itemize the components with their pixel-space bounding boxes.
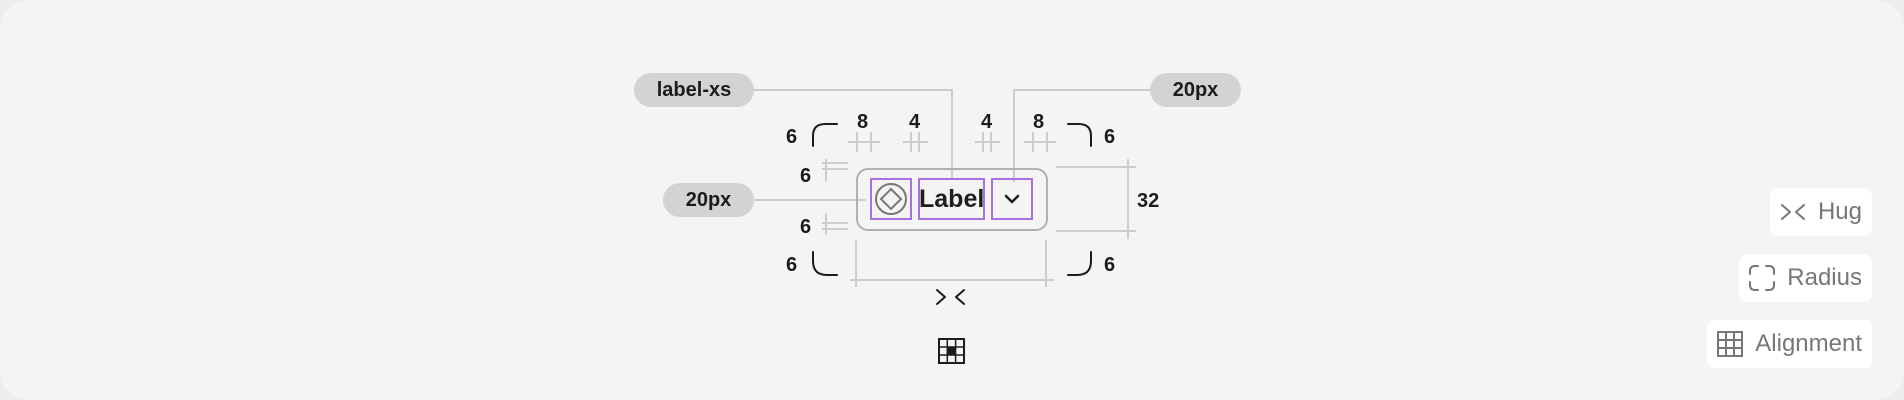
height-dimension	[1056, 159, 1136, 239]
button-outline	[856, 168, 1048, 231]
label-highlight	[918, 178, 985, 220]
gap-left-tick	[903, 132, 928, 152]
trailing-icon-highlight	[991, 178, 1033, 220]
radius-top-right-bracket	[1067, 123, 1092, 147]
alignment-grid-icon	[1715, 329, 1745, 359]
trailing-icon-size-callout: 20px	[1150, 73, 1241, 107]
label-style-callout: label-xs	[634, 73, 754, 107]
padding-top-tick	[822, 159, 848, 181]
gap-right-tick	[975, 132, 1000, 152]
alignment-grid-icon	[938, 338, 965, 364]
chevron-down-icon	[1004, 194, 1020, 204]
radius-top-left-value: 6	[786, 126, 798, 148]
padding-left-tick	[848, 132, 880, 152]
padding-left-value: 8	[857, 111, 869, 133]
legend-alignment-label: Alignment	[1755, 330, 1862, 357]
radius-top-left-bracket	[812, 123, 838, 147]
button-label: Label	[919, 185, 985, 213]
gap-left-value: 4	[909, 111, 921, 133]
radius-bottom-right-bracket	[1067, 251, 1092, 276]
radius-bottom-left-bracket	[812, 251, 838, 276]
leading-icon-size-callout: 20px	[663, 183, 754, 217]
hug-icon	[936, 289, 965, 305]
hug-width-dimension	[850, 240, 1054, 287]
legend-radius: Radius	[1739, 254, 1872, 302]
trailing-icon-leader	[1013, 89, 1150, 182]
radius-corners-icon	[1747, 263, 1777, 293]
legend-alignment: Alignment	[1707, 320, 1872, 368]
radius-bottom-left-value: 6	[786, 254, 798, 276]
legend-hug: Hug	[1769, 188, 1872, 236]
padding-bottom-tick	[822, 213, 848, 235]
gap-right-value: 4	[981, 111, 993, 133]
radius-top-right-value: 6	[1104, 126, 1116, 148]
radius-bottom-right-value: 6	[1104, 254, 1116, 276]
padding-right-tick	[1024, 132, 1056, 152]
diamond-circle-icon	[875, 183, 907, 215]
padding-right-value: 8	[1033, 111, 1045, 133]
leading-icon-highlight	[870, 178, 912, 220]
padding-top-value: 6	[800, 165, 812, 187]
label-style-leader	[752, 89, 953, 180]
height-value: 32	[1137, 190, 1160, 212]
hug-icon	[1778, 197, 1808, 227]
padding-bottom-value: 6	[800, 216, 812, 238]
legend-hug-label: Hug	[1817, 198, 1862, 225]
legend-radius-label: Radius	[1787, 264, 1862, 291]
